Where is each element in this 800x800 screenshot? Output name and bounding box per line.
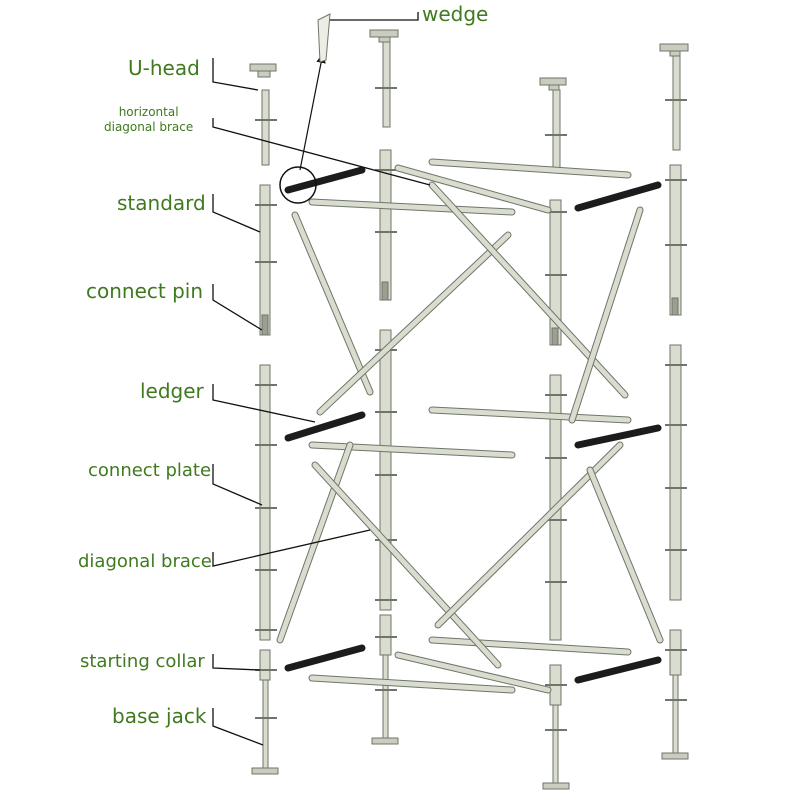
- u-heads: [249, 29, 689, 91]
- standard-post: [379, 614, 392, 656]
- diagonal-braces: [276, 181, 664, 669]
- label-connect-pin: connect pin: [86, 279, 204, 303]
- label-connect-plate: connect plate: [88, 460, 212, 481]
- label-horizontal-diagonal-brace: horizontal diagonal brace: [104, 105, 193, 135]
- standard-post: [259, 364, 271, 641]
- label-horizontal-line: horizontal: [118, 105, 179, 119]
- standard-post: [259, 184, 271, 336]
- standard-post: [379, 329, 392, 611]
- standard-post: [669, 629, 682, 676]
- base-jack-screw: [552, 704, 559, 786]
- ledgers: [308, 158, 632, 694]
- label-diagonal-brace: diagonal brace: [78, 551, 212, 572]
- base-plates: [251, 737, 689, 790]
- leader-lines: [212, 12, 431, 746]
- base-jack-screw: [382, 654, 389, 741]
- standard-post: [259, 649, 271, 681]
- label-base-jack: base jack: [112, 704, 207, 728]
- label-diagonal-brace-line: diagonal brace: [104, 120, 194, 134]
- dark-ledgers: [284, 166, 662, 684]
- label-starting-collar: starting collar: [80, 651, 205, 672]
- wedge-detail: [317, 13, 331, 63]
- wedge-highlight-circle: [279, 166, 317, 204]
- base-jack-screw: [262, 679, 269, 771]
- standard-post: [552, 89, 561, 171]
- wedge-callout: [279, 13, 331, 204]
- label-wedge: wedge: [422, 2, 489, 26]
- standard-post: [261, 89, 270, 166]
- label-ledger: ledger: [140, 379, 204, 403]
- base-jack-screw: [672, 674, 679, 756]
- standard-post: [669, 164, 682, 316]
- connect-pins: [261, 281, 679, 346]
- label-standard: standard: [117, 191, 206, 215]
- standard-post: [669, 344, 682, 601]
- standard-post: [382, 41, 391, 128]
- label-u-head: U-head: [128, 56, 200, 80]
